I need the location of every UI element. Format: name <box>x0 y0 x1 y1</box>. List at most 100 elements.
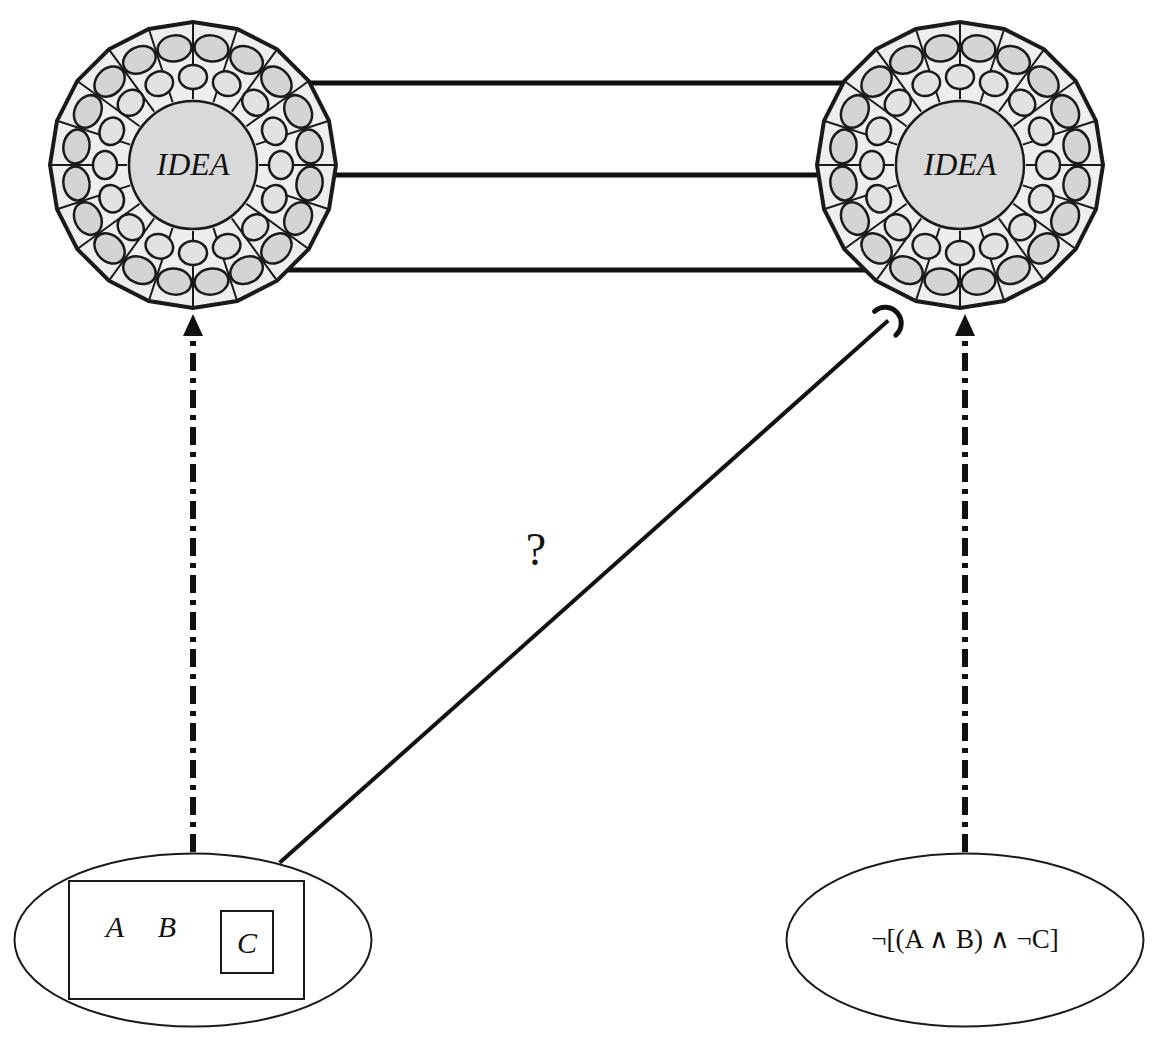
face-group <box>209 230 244 263</box>
node-text: ¬[(A ∧ B) ∧ ¬C] <box>871 925 1058 955</box>
polyhedron-face <box>976 230 1011 263</box>
face-group <box>237 84 274 121</box>
face-group <box>1025 114 1058 149</box>
node-text: IDEA <box>157 147 230 182</box>
arrowhead <box>955 314 975 336</box>
polyhedron-face <box>112 209 149 246</box>
polyhedron-face <box>879 209 916 246</box>
polyhedron-face <box>923 266 961 297</box>
face-group <box>1061 165 1092 203</box>
polyhedron-face <box>258 181 291 216</box>
polyhedron-face <box>61 165 92 203</box>
face-group <box>156 33 194 64</box>
polyhedron-face <box>946 241 974 265</box>
polyhedron-face <box>258 114 291 149</box>
node-text: A <box>106 910 124 943</box>
face-group <box>976 230 1011 263</box>
polyhedron-face <box>1025 181 1058 216</box>
face-group <box>112 209 149 246</box>
polyhedron-outline <box>50 22 336 308</box>
face-group <box>179 65 207 89</box>
face-group <box>112 84 149 121</box>
polyhedron-face <box>95 114 128 149</box>
face-group <box>294 128 325 166</box>
face-group <box>193 266 231 297</box>
polyhedron-face <box>909 67 944 100</box>
inner-box: C <box>220 910 274 974</box>
polyhedron-face <box>1061 165 1092 203</box>
connector <box>287 268 866 273</box>
polyhedron-face <box>862 114 895 149</box>
polyhedron-face <box>294 128 325 166</box>
face-group <box>960 33 998 64</box>
face-group <box>1036 151 1060 179</box>
connector <box>307 81 847 86</box>
polyhedron-face <box>237 209 274 246</box>
face-group <box>1025 181 1058 216</box>
polyhedron-face <box>828 128 859 166</box>
polyhedron-face <box>1004 84 1041 121</box>
face-group <box>862 114 895 149</box>
polyhedron-face <box>193 266 231 297</box>
polyhedron-face <box>93 151 117 179</box>
polyhedron-face <box>95 181 128 216</box>
polyhedron-face <box>142 230 177 263</box>
connector <box>190 334 196 852</box>
connector <box>962 334 968 852</box>
face-group <box>95 181 128 216</box>
polyhedron-face <box>960 33 998 64</box>
face-group <box>879 84 916 121</box>
diagram-ellipse: A B C <box>13 852 373 1028</box>
arrowhead <box>955 314 975 336</box>
arrowhead <box>183 314 203 336</box>
connector <box>332 173 822 178</box>
face-group <box>1061 128 1092 166</box>
idea-sphere: IDEA <box>48 20 338 310</box>
face-group <box>879 209 916 246</box>
face-group <box>179 241 207 265</box>
node-text: B <box>158 910 176 943</box>
polyhedron-face <box>976 67 1011 100</box>
ellipse-outline <box>15 854 372 1027</box>
node-text: C <box>237 926 257 959</box>
face-group <box>209 67 244 100</box>
face-group <box>61 165 92 203</box>
arrowhead <box>183 314 203 336</box>
face-group <box>923 266 961 297</box>
face-group <box>61 128 92 166</box>
central-face <box>896 101 1024 229</box>
polyhedron-face <box>909 230 944 263</box>
central-face <box>129 101 257 229</box>
polyhedron-face <box>142 67 177 100</box>
face-group <box>237 209 274 246</box>
polyhedron-face <box>193 33 231 64</box>
face-group <box>860 151 884 179</box>
face-group <box>976 67 1011 100</box>
polyhedron-face <box>860 151 884 179</box>
face-group <box>142 230 177 263</box>
face-group <box>142 67 177 100</box>
polyhedron-face <box>294 165 325 203</box>
face-group <box>156 266 194 297</box>
face-group <box>923 33 961 64</box>
polyhedron-face <box>156 33 194 64</box>
face-group <box>95 114 128 149</box>
polyhedron-face <box>862 181 895 216</box>
polyhedron-face <box>828 165 859 203</box>
polyhedron-face <box>946 65 974 89</box>
face-group <box>1004 209 1041 246</box>
node-text: IDEA <box>924 147 997 182</box>
face-group <box>93 151 117 179</box>
ellipse-outline <box>787 854 1144 1027</box>
polyhedron-face <box>209 230 244 263</box>
face-group <box>193 33 231 64</box>
polyhedron-face <box>960 266 998 297</box>
idea-sphere: IDEA <box>815 20 1105 310</box>
face-group <box>258 181 291 216</box>
polyhedron-face <box>1025 114 1058 149</box>
polyhedron-outline <box>817 22 1103 308</box>
polyhedron-face <box>237 84 274 121</box>
polyhedron-face <box>269 151 293 179</box>
face-group <box>946 65 974 89</box>
formula-ellipse: ¬[(A ∧ B) ∧ ¬C] <box>785 852 1145 1028</box>
